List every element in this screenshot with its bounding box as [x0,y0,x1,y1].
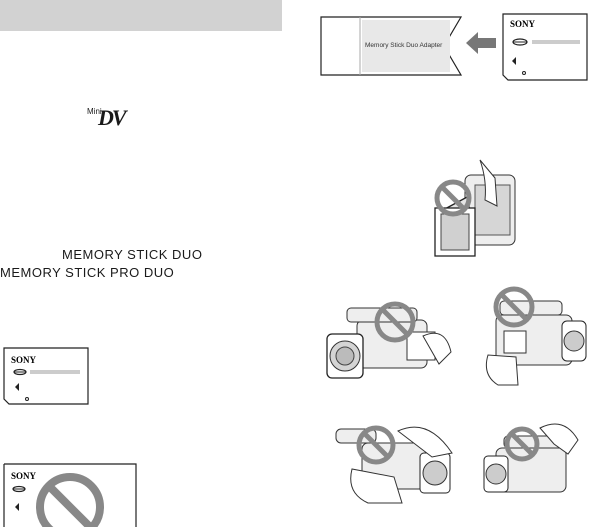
camera-lens-hood-illustration [434,159,516,257]
camera-viewfinder-illustration [335,425,453,504]
insert-arrow-icon [466,32,496,54]
card-brand: SONY [11,355,37,365]
camera-handle-illustration [483,423,579,493]
memory-stick-pro-duo-logo: MEMORY STICK PRO DUO [0,265,175,280]
mini-dv-logo-big: DV [98,105,127,130]
card-brand: SONY [510,19,536,29]
camera-lcd-illustration [485,286,587,386]
memory-stick-prohibited: SONY [3,463,137,527]
memory-stick-duo-card: SONY [3,347,89,405]
card-brand: SONY [11,471,37,481]
memory-stick-duo-logo: MEMORY STICK DUO [62,247,203,262]
camera-battery-illustration [326,301,452,379]
mini-dv-logo: Mini DV [87,105,127,135]
prohibit-icon [36,473,104,527]
section-header-bar [0,0,282,31]
adapter-label: Memory Stick Duo Adapter [365,42,443,49]
mini-dv-logo-small: Mini [87,107,102,116]
memory-stick-duo-card-right: SONY [502,13,588,81]
memory-stick-adapter: Memory Stick Duo Adapter [320,16,463,76]
